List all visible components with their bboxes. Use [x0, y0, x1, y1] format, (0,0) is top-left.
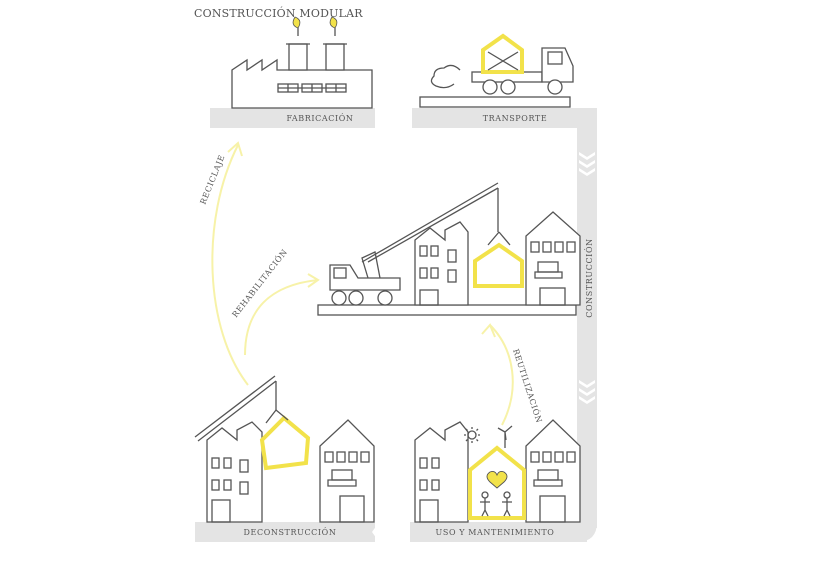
use-maintenance-scene	[414, 419, 581, 523]
arrow-label-rehabilitacion: REHABILITACIÓN	[230, 247, 289, 319]
stage-label-fabricacion: FABRICACIÓN	[286, 114, 353, 123]
factory-icon	[231, 16, 373, 109]
arrow-rehabilitacion	[244, 273, 320, 356]
transport-truck-icon	[419, 33, 574, 108]
arrow-reutilizacion	[481, 323, 514, 426]
circulation-band	[195, 108, 597, 542]
stage-label-transporte: TRANSPORTE	[483, 114, 548, 123]
construction-scene	[317, 182, 581, 316]
stage-label-construccion: CONSTRUCCIÓN	[585, 238, 594, 317]
stage-label-uso: USO Y MANTENIMIENTO	[436, 528, 555, 537]
stage-label-deconstruccion: DECONSTRUCCIÓN	[244, 528, 337, 537]
arrow-label-reutilizacion: REUTILIZACIÓN	[511, 348, 544, 425]
diagram-title: CONSTRUCCIÓN MODULAR	[194, 7, 363, 20]
deconstruction-scene	[194, 375, 375, 523]
arrow-reciclaje	[211, 141, 249, 386]
arrow-label-reciclaje: RECICLAJE	[199, 153, 227, 205]
